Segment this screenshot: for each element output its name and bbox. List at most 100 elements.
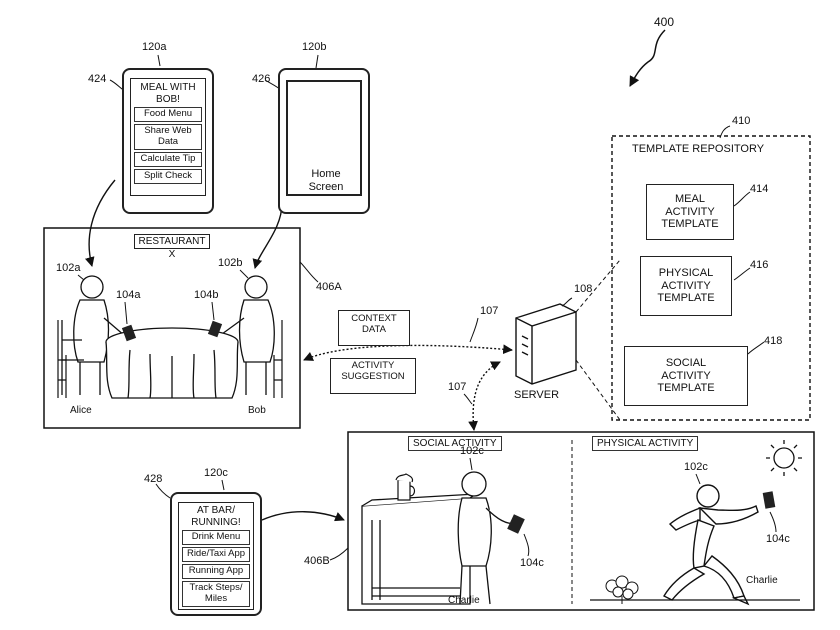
physical-person-ref: 102c — [684, 461, 708, 473]
figure-number-arrow — [629, 29, 666, 87]
link-ref-bottom: 107 — [448, 381, 467, 393]
leader-406a — [299, 261, 319, 283]
device-104c-social-icon — [507, 514, 525, 534]
leader-102c-social — [469, 457, 473, 471]
device-a-screen: MEAL WITH BOB! Food Menu Share Web Data … — [130, 78, 206, 196]
device-a-item-split-check[interactable]: Split Check — [134, 168, 202, 184]
meal-template-ref: 414 — [750, 183, 769, 195]
arrow-device-b-to-bob — [252, 202, 283, 269]
repository-title: TEMPLATE REPOSITORY — [632, 143, 765, 155]
server-icon — [515, 303, 577, 385]
device-a-screen-ref: 424 — [88, 73, 107, 85]
device-a-item-food-menu[interactable]: Food Menu — [134, 107, 202, 122]
physical-device-ref: 104c — [766, 533, 790, 545]
device-b-phone: Home Screen — [278, 68, 370, 214]
social-person-name: Charlie — [448, 595, 480, 606]
device-104a-ref: 104a — [116, 289, 141, 301]
meal-activity-template: MEAL ACTIVITY TEMPLATE — [646, 184, 734, 240]
context-data-box: CONTEXT DATA — [338, 310, 410, 346]
leader-107-top — [469, 317, 479, 343]
leader-418 — [747, 341, 765, 355]
social-template-ref: 418 — [764, 335, 783, 347]
sun-icon — [766, 440, 802, 476]
restaurant-scene-frame — [43, 227, 301, 429]
meal-activity-template-label: MEAL ACTIVITY TEMPLATE — [661, 193, 719, 231]
physical-person-name: Charlie — [746, 575, 778, 586]
device-c-item-track-steps[interactable]: Track Steps/ Miles — [182, 580, 250, 607]
arrow-device-a-to-alice — [84, 179, 116, 267]
leader-104b — [211, 301, 215, 321]
device-c-ref: 120c — [204, 467, 228, 479]
server-ref: 108 — [574, 283, 593, 295]
device-c-item-ride-taxi-app[interactable]: Ride/Taxi App — [182, 546, 250, 562]
restaurant-title: RESTAURANT X — [138, 236, 206, 260]
leader-102c-running — [695, 473, 701, 485]
device-a-item-calculate-tip[interactable]: Calculate Tip — [134, 151, 202, 167]
server-label: SERVER — [514, 389, 560, 401]
template-repository-frame — [611, 135, 811, 421]
link-server-scene-b — [468, 361, 501, 431]
device-104b-icon — [207, 320, 223, 338]
leader-120b — [315, 54, 319, 69]
device-104c-running-icon — [762, 491, 776, 509]
restaurant-title-box: RESTAURANT X — [134, 234, 210, 260]
leader-406b — [329, 547, 349, 561]
physical-activity-template: PHYSICAL ACTIVITY TEMPLATE — [640, 256, 732, 316]
alice-name: Alice — [70, 405, 92, 416]
scene-b-ref: 406B — [304, 555, 330, 567]
alice-ref: 102a — [56, 262, 81, 274]
device-c-phone: AT BAR/ RUNNING! Drink Menu Ride/Taxi Ap… — [170, 492, 262, 616]
leader-104c-running — [769, 511, 777, 533]
device-c-screen-ref: 428 — [144, 473, 163, 485]
bar-counter — [361, 493, 479, 605]
physical-template-ref: 416 — [750, 259, 769, 271]
activity-suggestion-box: ACTIVITY SUGGESTION — [330, 358, 416, 394]
bob-figure — [221, 275, 275, 395]
alice-chair — [57, 320, 67, 398]
leader-428 — [155, 483, 171, 499]
leader-102b — [239, 269, 249, 279]
leader-416 — [733, 267, 751, 281]
arrow-device-c-to-scene-b — [261, 511, 345, 522]
social-device-ref: 104c — [520, 557, 544, 569]
device-a-phone: MEAL WITH BOB! Food Menu Share Web Data … — [122, 68, 214, 214]
leader-120a — [157, 54, 161, 67]
leader-414 — [733, 191, 751, 207]
leader-104c-social — [523, 533, 530, 557]
device-a-ref: 120a — [142, 41, 167, 53]
social-activity-template-label: SOCIAL ACTIVITY TEMPLATE — [657, 357, 715, 395]
leader-410 — [719, 125, 731, 139]
context-data-label: CONTEXT DATA — [351, 313, 397, 335]
bob-name: Bob — [248, 405, 266, 416]
social-activity-template: SOCIAL ACTIVITY TEMPLATE — [624, 346, 748, 406]
device-c-item-drink-menu[interactable]: Drink Menu — [182, 530, 250, 545]
repository-ref: 410 — [732, 115, 751, 127]
device-b-screen-label[interactable]: Home Screen — [308, 168, 344, 193]
device-b-screen: Home Screen — [286, 80, 362, 196]
beer-mug-icon — [395, 473, 416, 501]
charlie-running-figure — [663, 484, 759, 606]
leader-104a — [124, 301, 128, 325]
device-a-title: MEAL WITH BOB! — [140, 82, 196, 105]
server-repository-link-bottom — [575, 359, 621, 421]
leader-108 — [561, 297, 573, 307]
leader-120c — [221, 479, 225, 491]
physical-activity-title: PHYSICAL ACTIVITY — [592, 436, 699, 451]
flower-bush-icon — [605, 575, 639, 604]
scene-b-frame — [347, 431, 815, 611]
device-a-item-share-web-data[interactable]: Share Web Data — [134, 123, 202, 150]
restaurant-table — [105, 327, 239, 399]
server-repository-link-top — [575, 259, 621, 313]
social-activity-title: SOCIAL ACTIVITY — [408, 436, 502, 451]
physical-activity-template-label: PHYSICAL ACTIVITY TEMPLATE — [657, 267, 715, 305]
device-b-ref: 120b — [302, 41, 327, 53]
alice-figure — [61, 275, 126, 395]
activity-suggestion-label: ACTIVITY SUGGESTION — [341, 360, 405, 382]
device-104a-icon — [121, 324, 137, 342]
device-b-screen-ref: 426 — [252, 73, 271, 85]
device-c-item-running-app[interactable]: Running App — [182, 563, 250, 579]
link-restaurant-server — [303, 344, 513, 361]
leader-107-bottom — [463, 393, 473, 405]
device-c-screen: AT BAR/ RUNNING! Drink Menu Ride/Taxi Ap… — [178, 502, 254, 610]
restaurant-ref: 406A — [316, 281, 342, 293]
